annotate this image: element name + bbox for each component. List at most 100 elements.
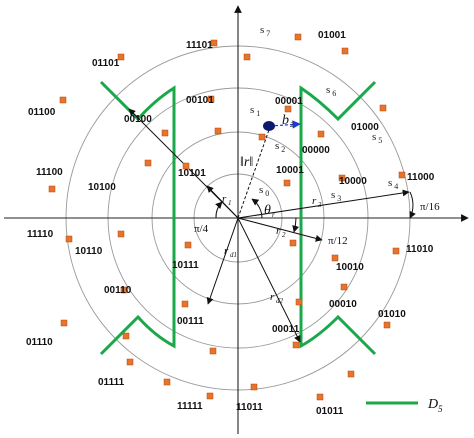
constellation-points (48, 33, 406, 401)
received-point (263, 121, 275, 131)
constellation-point (48, 185, 56, 193)
bit-label: 00010 (329, 299, 357, 310)
angle-label-pi4: π/4 (194, 223, 209, 235)
constellation-point (182, 162, 190, 170)
constellation-point (163, 378, 171, 386)
symbol-label-sub: 3 (337, 194, 341, 203)
legend: D 5 (366, 397, 443, 414)
bit-label: 01011 (316, 406, 344, 417)
constellation-point (120, 286, 128, 294)
symbol-label-sub: 0 (265, 189, 269, 198)
radius-arrow-r2 (237, 217, 323, 242)
symbol-label-letter: s (372, 131, 376, 143)
constellation-point (184, 241, 192, 249)
radius-arrow-rd1 (206, 217, 239, 305)
radius-arrow-rd2 (237, 217, 301, 343)
bit-label: 00111 (177, 316, 204, 327)
symbol-label-letter: s (331, 189, 335, 201)
r1-label: r (222, 193, 227, 205)
r2-label: r (276, 225, 281, 237)
constellation-point (59, 96, 67, 104)
arc-theta (251, 198, 263, 219)
symbol-label-letter: s (250, 104, 254, 116)
constellation-point (126, 358, 134, 366)
symbol-label-sub: 5 (378, 136, 382, 145)
symbol-label-letter: s (260, 24, 264, 36)
constellation-point (331, 254, 339, 262)
math-labels: π/4 π/12 π/16 ‖r‖ θ r b 2 r 1 r 2 r 3 r … (194, 113, 440, 305)
r1-sub: 1 (228, 199, 232, 207)
symbol-label-sub: 1 (256, 109, 260, 118)
constellation-point (398, 171, 406, 179)
theta-sub: r (272, 211, 275, 219)
radius-arrow-r3 (237, 189, 410, 219)
bit-label: 11000 (407, 172, 435, 183)
bit-label: 10100 (88, 182, 116, 193)
legend-sub: 5 (438, 404, 443, 414)
bit-label: 00100 (124, 114, 152, 125)
constellation-point (317, 130, 325, 138)
constellation-point (316, 393, 324, 401)
decision-boundary-d5 (99, 80, 377, 356)
constellation-point (161, 129, 169, 137)
constellation-point (294, 33, 302, 41)
rd1-sub: d1 (230, 251, 237, 259)
rd2-label: r (270, 291, 275, 303)
r3-label: r (312, 195, 317, 207)
constellation-point (144, 159, 152, 167)
bit-label: 10000 (339, 176, 367, 187)
constellation-point (207, 95, 215, 103)
constellation-point (214, 127, 222, 135)
bit-label: 11011 (236, 402, 263, 413)
bit-label: 11110 (27, 229, 54, 240)
constellation-point (283, 179, 291, 187)
received-vector (237, 126, 271, 219)
bit-label: 10110 (75, 246, 103, 257)
rd2-sub: d2 (276, 297, 284, 305)
rd1-label: r (224, 245, 229, 257)
bit-label: 01001 (318, 30, 346, 41)
bit-label: 00101 (186, 95, 214, 106)
bit-label: 01110 (26, 337, 53, 348)
constellation-point (117, 53, 125, 61)
arc-pi16 (409, 191, 416, 219)
constellation-point (210, 39, 218, 47)
constellation-point (122, 332, 130, 340)
bit-labels: 1110101001011010000100101011000010001000… (26, 30, 435, 417)
bit-label: 10111 (172, 260, 199, 271)
bit-label: 00011 (272, 324, 300, 335)
angle-label-pi12: π/12 (328, 235, 348, 247)
bit-label: 10001 (276, 165, 304, 176)
constellation-point (379, 104, 387, 112)
constellation-point (250, 383, 258, 391)
bit-label: 11100 (36, 167, 63, 178)
constellation-point (65, 235, 73, 243)
error-vector-b2 (269, 120, 301, 129)
symbol-label-sub: 2 (281, 145, 285, 154)
constellation-point (284, 105, 292, 113)
theta-label: θ (264, 203, 271, 218)
constellation-point (181, 300, 189, 308)
constellation-point (347, 370, 355, 378)
b-label: b (282, 113, 289, 128)
norm-r-label: ‖r‖ (240, 155, 253, 170)
legend-symbol: D (427, 397, 438, 412)
bit-label: 01000 (351, 122, 379, 133)
radius-arrows (128, 108, 410, 343)
arc-pi12 (292, 217, 300, 233)
constellation-point (206, 392, 214, 400)
constellation-point (243, 53, 251, 61)
bit-label: 10101 (178, 168, 206, 179)
symbol-label-letter: s (259, 184, 263, 196)
angle-arcs (215, 191, 416, 233)
bit-label: 11111 (177, 401, 203, 412)
r2-sub: 2 (282, 231, 286, 239)
radius-arrow-r1 (206, 185, 239, 219)
symbol-label-letter: s (388, 177, 392, 189)
